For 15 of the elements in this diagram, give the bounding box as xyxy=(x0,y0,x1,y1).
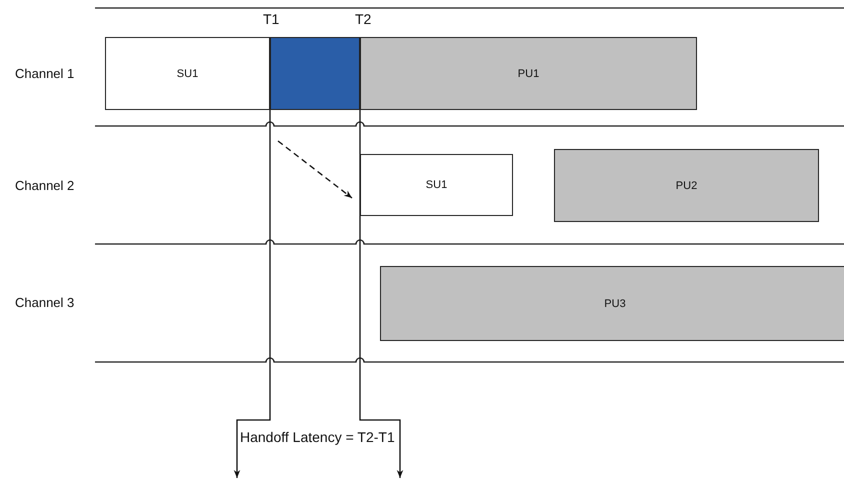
text-label: Handoff Latency = T2-T1 xyxy=(240,429,395,445)
time-slot-box: PU2 xyxy=(554,149,819,222)
text-label: Channel 2 xyxy=(15,178,74,193)
text-label: T1 xyxy=(263,11,280,27)
time-slot-box: PU1 xyxy=(360,37,697,110)
text-label: Channel 3 xyxy=(15,295,74,310)
timing-arrow xyxy=(359,110,404,478)
timing-arrow xyxy=(234,110,271,478)
time-slot-box: SU1 xyxy=(105,37,270,110)
text-label: Channel 1 xyxy=(15,66,74,81)
time-slot-box: PU3 xyxy=(380,266,844,341)
time-slot-box: SU1 xyxy=(360,154,513,216)
text-label: T2 xyxy=(355,11,372,27)
dashed-arrow xyxy=(278,140,352,199)
handoff-interval-box xyxy=(270,37,360,110)
